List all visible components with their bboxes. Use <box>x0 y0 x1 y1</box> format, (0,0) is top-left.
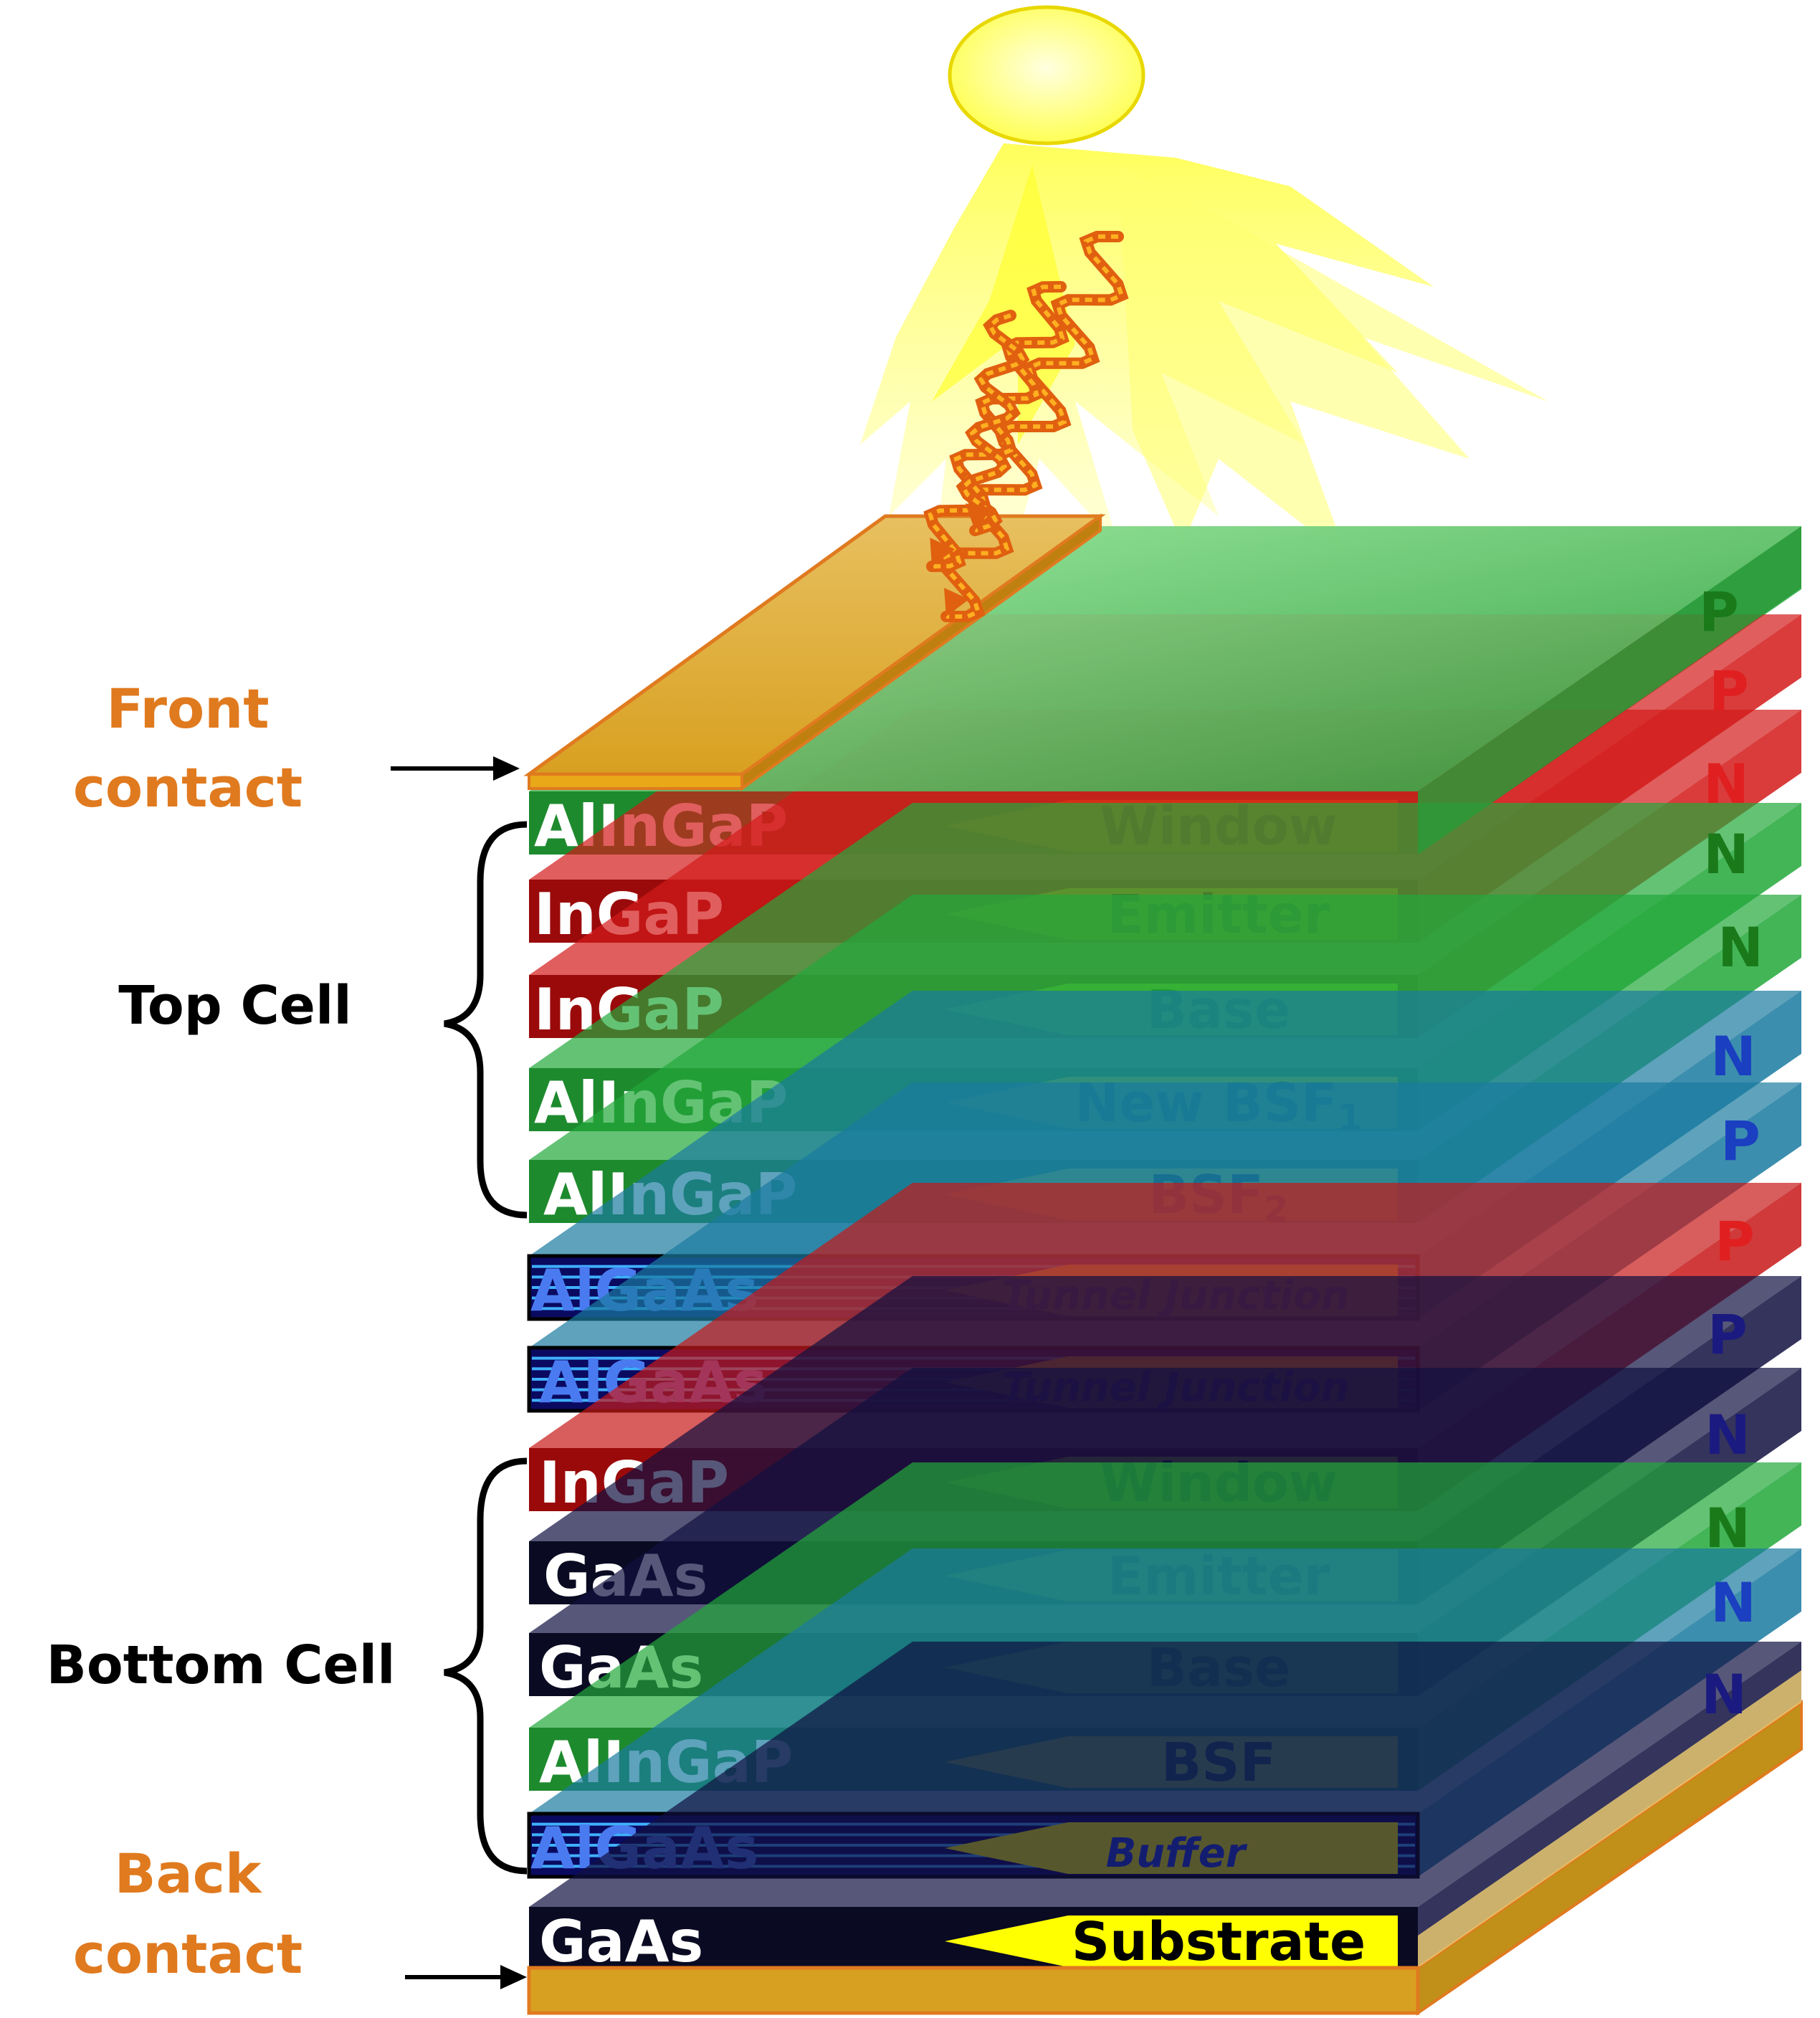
doping-letter: P <box>1707 1303 1748 1366</box>
contact-arrows <box>391 756 528 1989</box>
doping-letter: N <box>1703 752 1749 816</box>
side-labels: Front contact Top Cell Bottom Cell Back … <box>47 677 396 1986</box>
back-contact-arrowhead <box>500 1965 527 1989</box>
layer-top-face <box>529 1642 1801 1907</box>
sun-icon <box>948 5 1145 146</box>
layer-role-tag <box>945 1915 1398 1967</box>
back-contact-label-line1: Back <box>115 1842 262 1905</box>
doping-letter: N <box>1717 915 1763 979</box>
front-contact-arrowhead <box>493 756 520 781</box>
doping-letter: N <box>1705 1496 1750 1560</box>
back-contact-front <box>527 1966 1420 2015</box>
doping-letter: P <box>1699 580 1739 644</box>
doping-letter: N <box>1710 1024 1756 1088</box>
back-contact-top <box>1418 1670 1801 1968</box>
doping-letter: N <box>1705 1403 1750 1467</box>
top-cell-brace <box>444 821 528 1219</box>
doping-letter: N <box>1701 1662 1747 1726</box>
photon-wave-1-highlight <box>940 234 1125 619</box>
bottom-cell-brace <box>444 1457 528 1875</box>
photon-wave-2-highlight <box>928 285 1065 568</box>
photon-arrowhead <box>965 503 993 530</box>
back-contact <box>527 1670 1803 2016</box>
doping-letter: P <box>1720 1109 1761 1173</box>
photon-arrowhead <box>930 538 956 566</box>
front-contact-label-line1: Front <box>106 677 269 741</box>
doping-letter: N <box>1703 822 1749 886</box>
doping-letter: N <box>1710 1571 1756 1634</box>
layer-role-text: Substrate <box>1072 1911 1366 1973</box>
layer-material-label: GaAs <box>539 1908 703 1975</box>
doping-letter: P <box>1709 659 1749 723</box>
doping-letter: P <box>1715 1209 1755 1273</box>
front-contact-finger-front <box>528 773 743 790</box>
photon-wave-3-highlight <box>960 313 1026 533</box>
sun-rays <box>860 5 1548 588</box>
photon-arrowhead <box>944 588 969 617</box>
sun-ray-right <box>1118 165 1548 559</box>
top-side-window <box>1418 526 1801 855</box>
bottom-cell-label: Bottom Cell <box>47 1634 396 1696</box>
front-contact-label-line2: contact <box>73 756 302 819</box>
layer-role-label: Substrate <box>1072 1911 1366 1973</box>
back-contact-label-line2: contact <box>73 1922 302 1986</box>
top-cell-label: Top Cell <box>118 975 351 1037</box>
sun-ray-center <box>932 165 1075 444</box>
photon-waves <box>923 231 1129 622</box>
